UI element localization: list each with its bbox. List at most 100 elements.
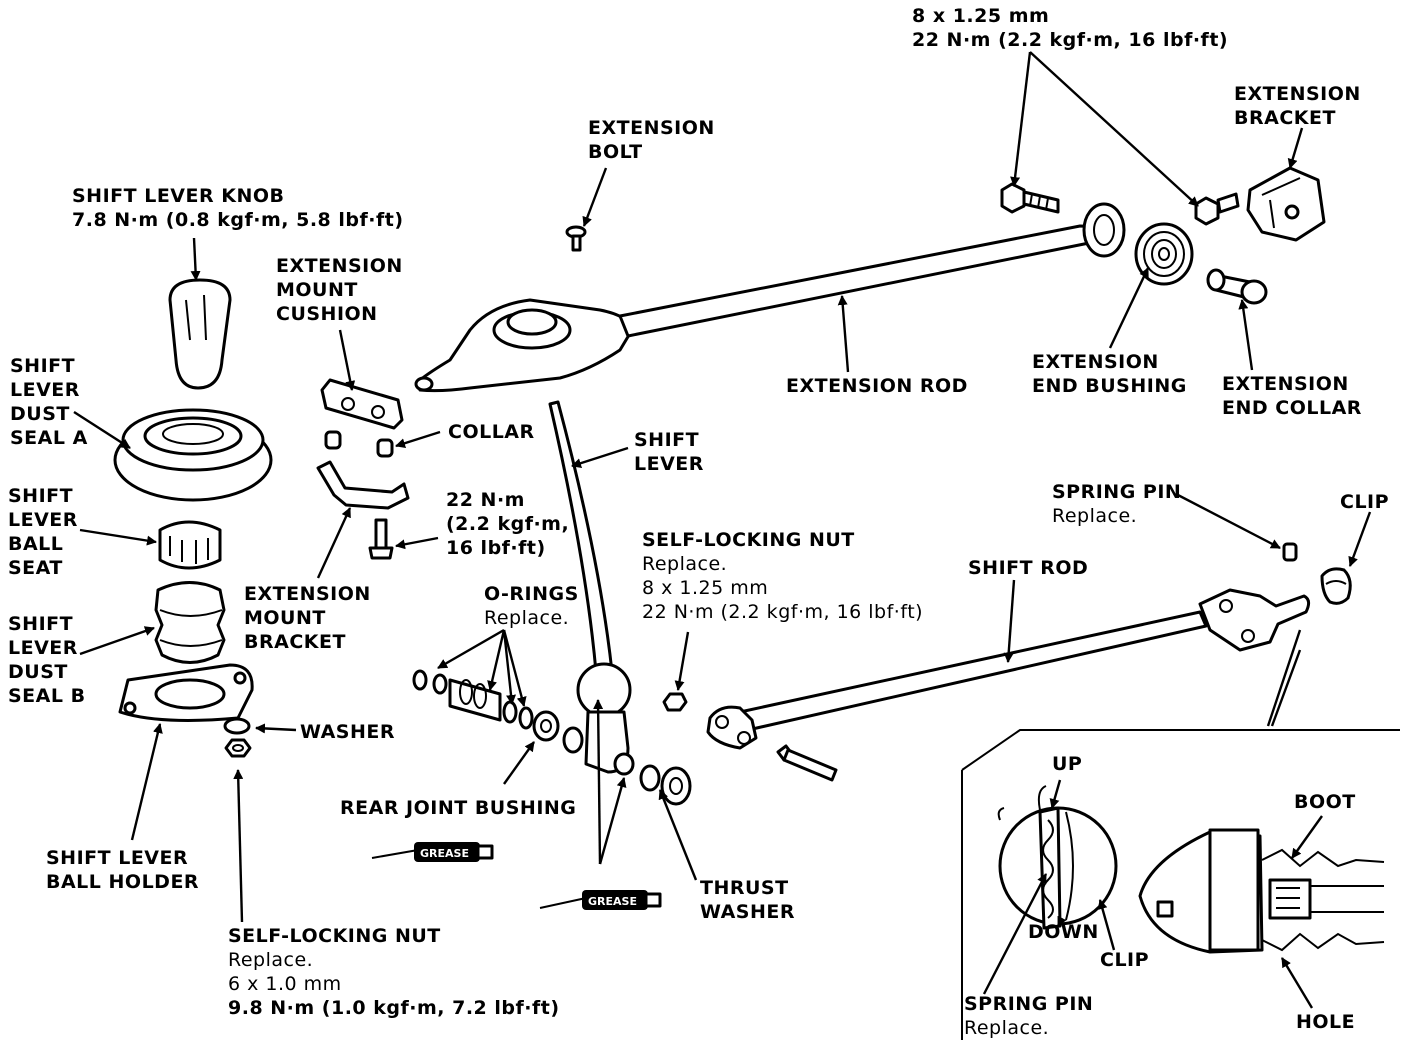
end-collar-line2: END COLLAR xyxy=(1222,397,1362,419)
shift-lever-label: SHIFT LEVER xyxy=(634,428,704,476)
extension-bolt-line2: BOLT xyxy=(588,141,643,163)
self-locking-nut-mid-part xyxy=(662,692,688,712)
end-bushing-line2: END BUSHING xyxy=(1032,375,1187,397)
shift-lever-dust-seal-a xyxy=(113,408,273,502)
detail-down-label: DOWN xyxy=(1028,921,1099,943)
shift-lever-dust-seal-a-label: SHIFT LEVER DUST SEAL A xyxy=(10,354,88,450)
mount-bolt-spec-label: 22 N·m (2.2 kgf·m, 16 lbf·ft) xyxy=(446,488,569,560)
spring-pin-part xyxy=(1282,542,1298,562)
seal-b-line1: SHIFT xyxy=(8,613,74,635)
detail-spring-pin-name: SPRING PIN xyxy=(964,993,1094,1015)
collar-label: COLLAR xyxy=(448,421,535,443)
mount-bolt-spec-line2: (2.2 kgf·m, xyxy=(446,513,570,535)
nut-mid-note: Replace. xyxy=(642,553,728,575)
spring-pin-top-label: SPRING PIN Replace. xyxy=(1052,480,1181,528)
washer-label: WASHER xyxy=(300,721,396,743)
extension-bracket-label: EXTENSION BRACKET xyxy=(1234,82,1361,130)
grease-tube-left: GREASE xyxy=(371,842,494,862)
seal-a-line4: SEAL A xyxy=(10,427,88,449)
self-locking-nut-mid-label: SELF-LOCKING NUT Replace. 8 x 1.25 mm 22… xyxy=(642,528,923,624)
thrust-washer-label: THRUST WASHER xyxy=(700,876,795,924)
grease-label: GREASE xyxy=(588,895,637,908)
detail-spring-pin-label: SPRING PIN Replace. xyxy=(964,992,1093,1040)
nut-mid-name: SELF-LOCKING NUT xyxy=(642,529,855,551)
self-locking-nut-bottom-label: SELF-LOCKING NUT Replace. 6 x 1.0 mm 9.8… xyxy=(228,924,560,1020)
shift-lever-ball-seat xyxy=(158,520,222,570)
thrust-washer-line2: WASHER xyxy=(700,901,796,923)
cushion-line1: EXTENSION xyxy=(276,255,403,277)
extension-end-bushing-label: EXTENSION END BUSHING xyxy=(1032,350,1187,398)
top-bolt-size: 8 x 1.25 mm xyxy=(912,5,1050,27)
detail-hole-label: HOLE xyxy=(1296,1011,1356,1033)
extension-end-collar-label: EXTENSION END COLLAR xyxy=(1222,372,1362,420)
shift-lever-ball-seat-label: SHIFT LEVER BALL SEAT xyxy=(8,484,78,580)
mount-bracket-line1: EXTENSION xyxy=(244,583,371,605)
o-rings-name: O-RINGS xyxy=(484,583,579,605)
nut-bottom-torque: 9.8 N·m (1.0 kgf·m, 7.2 lbf·ft) xyxy=(228,997,560,1019)
spring-pin-top-name: SPRING PIN xyxy=(1052,481,1182,503)
nut-bottom-note: Replace. xyxy=(228,949,314,971)
extension-bolt-line1: EXTENSION xyxy=(588,117,715,139)
top-bolt-torque: 22 N·m (2.2 kgf·m, 16 lbf·ft) xyxy=(912,29,1229,51)
o-rings-note: Replace. xyxy=(484,607,570,629)
detail-spring-pin-note: Replace. xyxy=(964,1017,1050,1039)
grease-tube-right: GREASE xyxy=(539,890,662,910)
spring-pin-top-note: Replace. xyxy=(1052,505,1138,527)
shift-lever-knob-spec: 7.8 N·m (0.8 kgf·m, 5.8 lbf·ft) xyxy=(72,209,404,231)
detail-up-label: UP xyxy=(1052,753,1083,775)
ball-holder-line2: BALL HOLDER xyxy=(46,871,200,893)
extension-mount-cushion xyxy=(320,378,404,430)
rear-joint-bushing-label: REAR JOINT BUSHING xyxy=(340,797,577,819)
nut-mid-torque: 22 N·m (2.2 kgf·m, 16 lbf·ft) xyxy=(642,601,924,623)
mount-bracket-line3: BRACKET xyxy=(244,631,346,653)
thrust-washer-part xyxy=(639,764,692,806)
o-rings-label: O-RINGS Replace. xyxy=(484,582,579,630)
detail-clip-label: CLIP xyxy=(1100,949,1150,971)
ball-seat-line4: SEAT xyxy=(8,557,63,579)
seal-a-line2: LEVER xyxy=(10,379,80,401)
extension-bracket-line1: EXTENSION xyxy=(1234,83,1361,105)
washer-part xyxy=(223,717,251,735)
extension-end-collar-part xyxy=(1206,268,1268,305)
shift-lever-line1: SHIFT xyxy=(634,429,700,451)
shift-lever-part xyxy=(548,400,635,776)
shift-lever-knob xyxy=(168,278,232,390)
extension-housing xyxy=(414,298,634,393)
extension-rod-label: EXTENSION ROD xyxy=(786,375,968,397)
ball-seat-line3: BALL xyxy=(8,533,64,555)
seal-a-line1: SHIFT xyxy=(10,355,76,377)
extension-mount-bracket-label: EXTENSION MOUNT BRACKET xyxy=(244,582,371,654)
detail-inset xyxy=(961,629,1400,1040)
shift-lever-knob-label: SHIFT LEVER KNOB 7.8 N·m (0.8 kgf·m, 5.8… xyxy=(72,184,404,232)
collar-parts xyxy=(324,430,394,458)
thrust-washer-line1: THRUST xyxy=(700,877,789,899)
clip-part xyxy=(1320,567,1352,605)
top-bolt-left xyxy=(1000,182,1060,214)
extension-bracket-line2: BRACKET xyxy=(1234,107,1336,129)
shift-rod-label: SHIFT ROD xyxy=(968,557,1089,579)
extension-mount-bracket-part xyxy=(316,460,410,510)
shift-lever-ball-holder xyxy=(118,663,254,722)
seal-b-line2: LEVER xyxy=(8,637,78,659)
nut-bottom-size: 6 x 1.0 mm xyxy=(228,973,342,995)
nut-mid-size: 8 x 1.25 mm xyxy=(642,577,769,599)
shift-lever-line2: LEVER xyxy=(634,453,704,475)
extension-bolt-part xyxy=(565,225,587,252)
mount-bolt xyxy=(368,518,394,560)
cushion-line3: CUSHION xyxy=(276,303,378,325)
cushion-line2: MOUNT xyxy=(276,279,358,301)
extension-end-bushing-part xyxy=(1082,202,1194,286)
ball-seat-line2: LEVER xyxy=(8,509,78,531)
seal-a-line3: DUST xyxy=(10,403,70,425)
detail-boot-label: BOOT xyxy=(1294,791,1356,813)
shift-lever-dust-seal-b xyxy=(154,581,226,664)
mount-bolt-spec-line1: 22 N·m xyxy=(446,489,525,511)
shift-lever-knob-name: SHIFT LEVER KNOB xyxy=(72,185,285,207)
seal-b-line4: SEAL B xyxy=(8,685,86,707)
extension-bracket-part xyxy=(1246,166,1326,242)
extension-rod-part xyxy=(618,224,1096,338)
shift-lever-ball-holder-label: SHIFT LEVER BALL HOLDER xyxy=(46,846,199,894)
mount-bracket-line2: MOUNT xyxy=(244,607,326,629)
